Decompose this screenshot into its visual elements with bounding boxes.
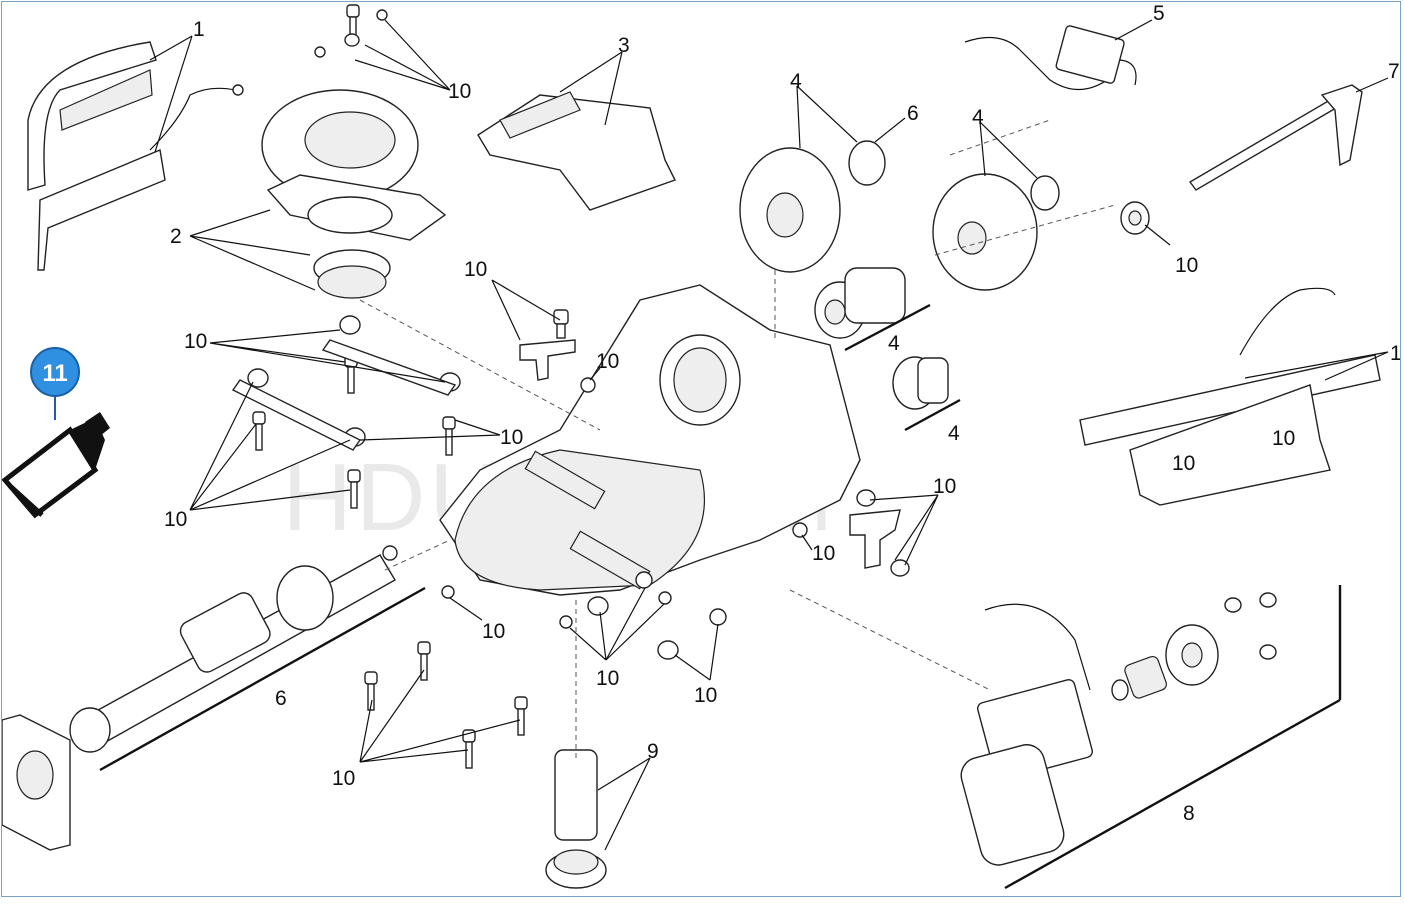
callout-1: 1 bbox=[193, 18, 205, 41]
bracket-left bbox=[519, 339, 576, 381]
plate-bottom-left bbox=[1, 714, 71, 851]
part-7-release-lever bbox=[1188, 84, 1363, 191]
callout-10: 10 bbox=[933, 475, 956, 498]
main-housing bbox=[439, 284, 861, 596]
callout-4: 4 bbox=[790, 70, 802, 93]
part-5-switch bbox=[964, 25, 1137, 91]
callout-labels: 1 1 2 3 4 4 4 4 5 6 6 7 8 9 10 10 10 10 … bbox=[164, 2, 1402, 825]
callout-4: 4 bbox=[888, 332, 900, 355]
screw bbox=[856, 489, 876, 507]
screw bbox=[658, 591, 672, 605]
part-6-ring bbox=[848, 140, 886, 186]
callout-9: 9 bbox=[647, 740, 659, 763]
callout-10: 10 bbox=[482, 620, 505, 643]
part-10-nut-right bbox=[1120, 201, 1150, 235]
screw bbox=[442, 416, 456, 456]
screw bbox=[657, 640, 679, 660]
callout-1: 1 bbox=[1390, 342, 1402, 365]
callout-6: 6 bbox=[275, 687, 287, 710]
reference-badge: 11 bbox=[30, 347, 80, 420]
screw bbox=[890, 559, 910, 577]
screw bbox=[339, 315, 361, 335]
screw bbox=[514, 696, 528, 736]
callout-10: 10 bbox=[448, 80, 471, 103]
screw bbox=[364, 671, 378, 711]
part-1-cover-top-left bbox=[27, 41, 244, 271]
callout-4: 4 bbox=[948, 422, 960, 445]
callout-3: 3 bbox=[618, 34, 630, 57]
callout-6: 6 bbox=[907, 102, 919, 125]
assembly-guide-lines bbox=[359, 119, 1116, 760]
screw bbox=[382, 545, 398, 561]
bracket-right bbox=[849, 509, 901, 569]
screw bbox=[344, 33, 360, 47]
callout-10: 10 bbox=[464, 258, 487, 281]
callout-10: 10 bbox=[694, 684, 717, 707]
grease-tube-icon bbox=[1, 412, 110, 519]
screw bbox=[792, 522, 808, 538]
part-2-crown-gear-assembly bbox=[261, 89, 447, 299]
badge-number: 11 bbox=[42, 360, 67, 387]
part-4-pinion bbox=[814, 267, 906, 339]
part-4-ring-small bbox=[1030, 175, 1060, 211]
screw-set bbox=[247, 4, 1277, 769]
leader-lines bbox=[149, 19, 1389, 851]
part-6-shaft-assembly bbox=[69, 554, 396, 753]
assembly-brackets bbox=[99, 303, 1342, 890]
badge-circle bbox=[30, 347, 80, 397]
callout-10: 10 bbox=[500, 426, 523, 449]
callout-5: 5 bbox=[1153, 2, 1165, 25]
callout-10: 10 bbox=[1175, 254, 1198, 277]
screw bbox=[417, 641, 431, 681]
screw bbox=[314, 46, 326, 58]
screw bbox=[559, 615, 573, 629]
part-9-sleeve bbox=[545, 749, 607, 889]
screw bbox=[441, 585, 455, 599]
callout-4: 4 bbox=[972, 106, 984, 129]
screw bbox=[1259, 644, 1277, 660]
screw bbox=[1259, 592, 1277, 608]
part-4-clutch bbox=[892, 356, 949, 410]
callout-7: 7 bbox=[1388, 60, 1400, 83]
screw bbox=[635, 571, 653, 589]
callout-10: 10 bbox=[332, 767, 355, 790]
callout-10: 10 bbox=[1172, 452, 1195, 475]
mounting-plate bbox=[231, 339, 457, 451]
part-3-connector-bracket bbox=[477, 91, 676, 211]
callout-10: 10 bbox=[596, 350, 619, 373]
callout-10: 10 bbox=[184, 330, 207, 353]
callout-10: 10 bbox=[812, 542, 835, 565]
screw bbox=[1224, 597, 1242, 613]
part-8-motor bbox=[960, 603, 1219, 866]
screw bbox=[347, 469, 361, 509]
callout-2: 2 bbox=[170, 225, 182, 248]
screw bbox=[580, 377, 596, 393]
callout-8: 8 bbox=[1183, 802, 1195, 825]
part-1-cover-right bbox=[1079, 287, 1381, 506]
screw bbox=[376, 9, 388, 21]
callout-10: 10 bbox=[1272, 427, 1295, 450]
screw bbox=[587, 596, 609, 616]
screw bbox=[252, 411, 266, 451]
callout-10: 10 bbox=[164, 508, 187, 531]
part-4-gear-large bbox=[739, 147, 841, 273]
callout-10: 10 bbox=[596, 667, 619, 690]
